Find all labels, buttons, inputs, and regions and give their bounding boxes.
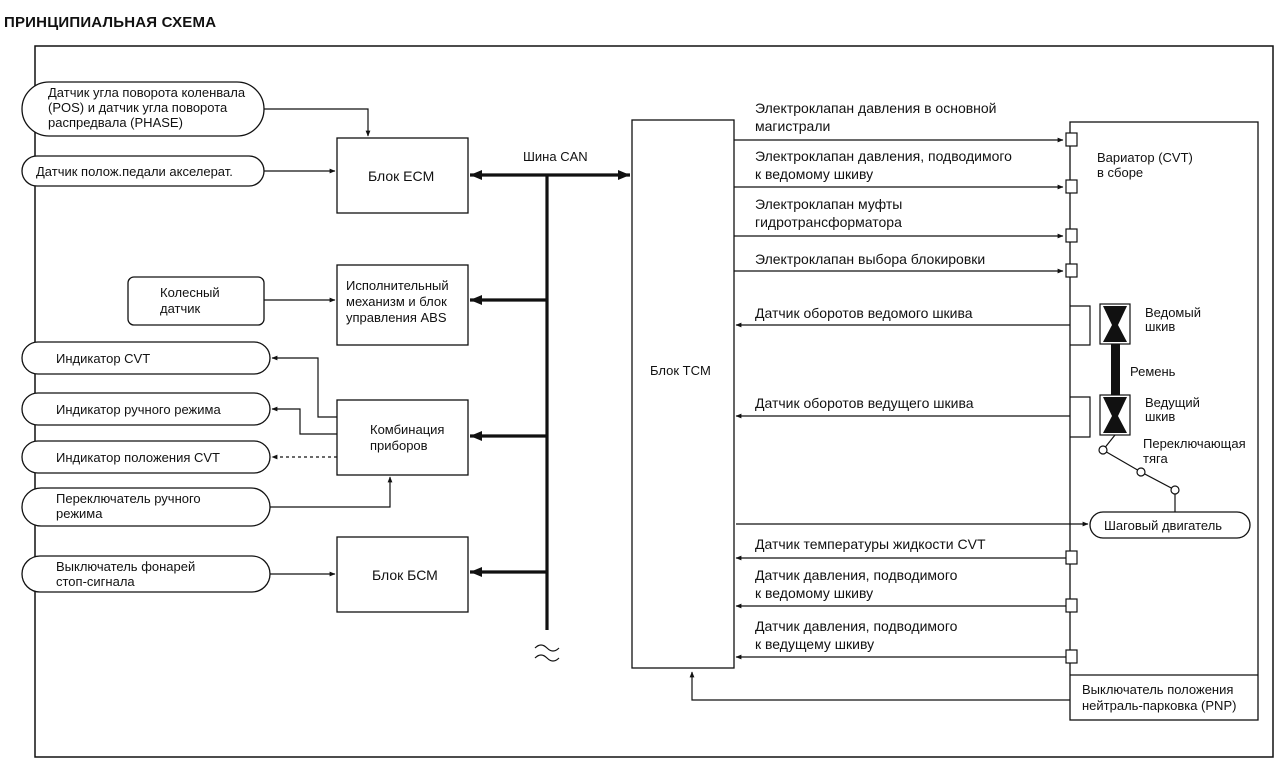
crank-sensor-line3: распредвала (PHASE) [48, 115, 183, 130]
position-indicator-label: Индикатор положения CVT [56, 450, 220, 465]
shift-link-line1: Переключающая [1143, 436, 1246, 451]
primary-pulley-symbol [1099, 394, 1131, 436]
primary-pressure-sensor-signal: Датчик давления, подводимого к ведущему … [735, 618, 1070, 660]
svg-text:Датчик оборотов ведомого шкива: Датчик оборотов ведомого шкива [755, 305, 973, 321]
secondary-speed-sensor-signal: Датчик оборотов ведомого шкива [735, 305, 1070, 328]
secondary-speed-sensor-bracket [1070, 305, 1091, 346]
tcm-label: Блок TCM [650, 363, 711, 378]
pnp-switch-box: Выключатель положения нейтраль-парковка … [1070, 674, 1258, 713]
belt-label: Ремень [1130, 364, 1176, 379]
connector-secondary-pressure [1065, 598, 1078, 613]
page-title: ПРИНЦИПИАЛЬНАЯ СХЕМА [4, 14, 217, 31]
manual-switch-line2: режима [56, 506, 103, 521]
svg-text:Датчик оборотов ведущего шкива: Датчик оборотов ведущего шкива [755, 395, 974, 411]
secondary-pulley-line2: шкив [1145, 319, 1175, 334]
abs-line3: управления ABS [346, 310, 447, 325]
connector-tc-clutch [1065, 228, 1078, 243]
ecm-unit: Блок ECM [336, 137, 469, 214]
manual-switch-to-meter-wire [270, 476, 393, 508]
secondary-pressure-solenoid-signal: Электроклапан давления, подводимого к ве… [734, 148, 1064, 190]
manual-indicator-pill: Индикатор ручного режима [21, 392, 271, 426]
primary-speed-sensor-bracket [1070, 396, 1091, 438]
line-pressure-solenoid-signal: Электроклапан давления в основной магист… [734, 100, 1064, 143]
manual-switch-pill: Переключатель ручного режима [21, 487, 271, 527]
fluid-temp-sensor-signal: Датчик температуры жидкости CVT [735, 536, 1070, 561]
svg-text:к ведущему шкиву: к ведущему шкиву [755, 636, 874, 652]
can-arrow-bcm [470, 567, 482, 577]
crank-sensor-line1: Датчик угла поворота коленвала [48, 85, 246, 100]
bus-continuation-symbol [534, 644, 560, 662]
cvt-indicator-pill: Индикатор CVT [21, 341, 271, 375]
crank-to-ecm-wire [264, 108, 371, 137]
pnp-line1: Выключатель положения [1082, 682, 1233, 697]
bcm-label: Блок БСМ [372, 567, 438, 583]
secondary-pulley-symbol [1099, 303, 1131, 345]
brake-switch-line1: Выключатель фонарей [56, 559, 195, 574]
can-arrow-ecm [470, 170, 482, 180]
meter-to-cvt-indicator-wire [271, 355, 337, 418]
svg-text:магистрали: магистрали [755, 118, 830, 134]
can-arrow-tcm [618, 170, 630, 180]
brake-switch-pill: Выключатель фонарей стоп-сигнала [21, 555, 271, 593]
svg-text:Электроклапан давления, подвод: Электроклапан давления, подводимого [755, 148, 1012, 164]
connector-lockup [1065, 263, 1078, 278]
svg-text:к ведомому шкиву: к ведомому шкиву [755, 166, 873, 182]
wheel-sensor-box: Колесный датчик [127, 276, 265, 326]
belt-symbol [1111, 344, 1120, 395]
svg-text:Электроклапан муфты: Электроклапан муфты [755, 196, 902, 212]
abs-line2: механизм и блок [346, 294, 447, 309]
connector-primary-pressure [1065, 649, 1078, 664]
can-bus-label: Шина CAN [523, 149, 588, 164]
svg-text:к ведомому шкиву: к ведомому шкиву [755, 585, 873, 601]
tcm-unit: Блок TCM [631, 119, 735, 669]
can-arrow-abs [470, 295, 482, 305]
pedal-sensor-pill: Датчик полож.педали акселерат. [21, 155, 265, 187]
meter-unit: Комбинация приборов [336, 399, 469, 476]
can-arrow-meter [470, 431, 482, 441]
secondary-pressure-sensor-signal: Датчик давления, подводимого к ведомому … [735, 567, 1070, 609]
stepper-motor-label: Шаговый двигатель [1104, 518, 1222, 533]
svg-text:гидротрансформатора: гидротрансформатора [755, 214, 902, 230]
svg-text:Датчик давления, подводимого: Датчик давления, подводимого [755, 567, 958, 583]
primary-pulley-line2: шкив [1145, 409, 1175, 424]
position-indicator-pill: Индикатор положения CVT [21, 440, 271, 474]
crank-sensor-line2: (POS) и датчик угла поворота [48, 100, 228, 115]
connector-fluid-temp [1065, 550, 1078, 565]
secondary-pulley-line1: Ведомый [1145, 305, 1201, 320]
primary-speed-sensor-signal: Датчик оборотов ведущего шкива [735, 395, 1070, 419]
pedal-sensor-label: Датчик полож.педали акселерат. [36, 164, 233, 179]
shift-linkage-symbol [1098, 434, 1180, 512]
meter-line2: приборов [370, 438, 428, 453]
tc-clutch-solenoid-signal: Электроклапан муфты гидротрансформатора [734, 196, 1064, 239]
cvt-assembly-box: Вариатор (CVT) в сборе [1069, 121, 1259, 721]
pnp-line2: нейтраль-парковка (PNP) [1082, 698, 1236, 713]
ecm-label: Блок ECM [368, 168, 434, 184]
brake-switch-line2: стоп-сигнала [56, 574, 135, 589]
connector-secondary-solenoid [1065, 179, 1078, 194]
lockup-select-solenoid-signal: Электроклапан выбора блокировки [734, 251, 1064, 274]
meter-line1: Комбинация [370, 422, 444, 437]
svg-text:Датчик давления, подводимого: Датчик давления, подводимого [755, 618, 958, 634]
cvt-indicator-label: Индикатор CVT [56, 351, 150, 366]
svg-text:Электроклапан давления в основ: Электроклапан давления в основной [755, 100, 997, 116]
manual-indicator-label: Индикатор ручного режима [56, 402, 221, 417]
stepper-motor-pill: Шаговый двигатель [1089, 511, 1251, 539]
connector-line-pressure [1065, 132, 1078, 147]
shift-link-line2: тяга [1143, 451, 1168, 466]
abs-unit: Исполнительный механизм и блок управлени… [336, 264, 469, 346]
wheel-sensor-line1: Колесный [160, 285, 220, 300]
crank-sensor-pill: Датчик угла поворота коленвала (POS) и д… [21, 81, 265, 137]
pnp-to-tcm-wire [689, 671, 1070, 701]
cvt-assembly-line1: Вариатор (CVT) [1097, 150, 1193, 165]
manual-switch-line1: Переключатель ручного [56, 491, 201, 506]
bcm-unit: Блок БСМ [336, 536, 469, 613]
svg-text:Датчик температуры жидкости CV: Датчик температуры жидкости CVT [755, 536, 986, 552]
primary-pulley-line1: Ведущий [1145, 395, 1200, 410]
wheel-sensor-line2: датчик [160, 301, 201, 316]
meter-to-manual-indicator-wire [271, 406, 337, 435]
svg-text:Электроклапан выбора блокировк: Электроклапан выбора блокировки [755, 251, 985, 267]
cvt-assembly-line2: в сборе [1097, 165, 1143, 180]
abs-line1: Исполнительный [346, 278, 449, 293]
